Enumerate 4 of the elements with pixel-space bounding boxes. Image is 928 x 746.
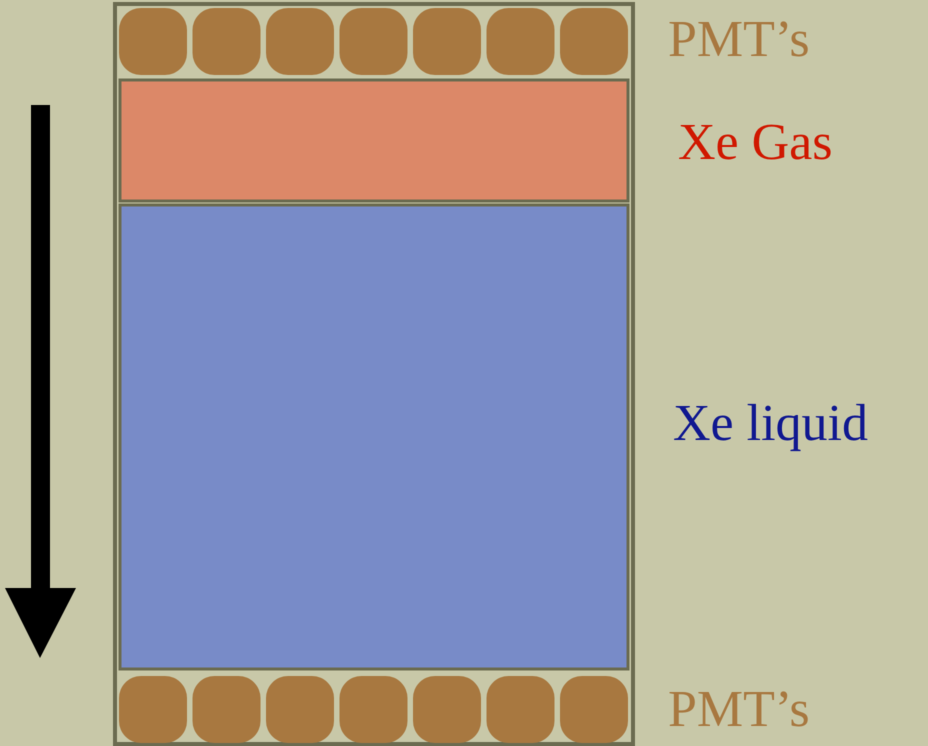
region-label: Xe Gas [678,117,833,169]
component-label: PMT’s [668,14,810,66]
region-label: Xe liquid [673,398,868,450]
component-label: PMT’s [668,684,810,736]
